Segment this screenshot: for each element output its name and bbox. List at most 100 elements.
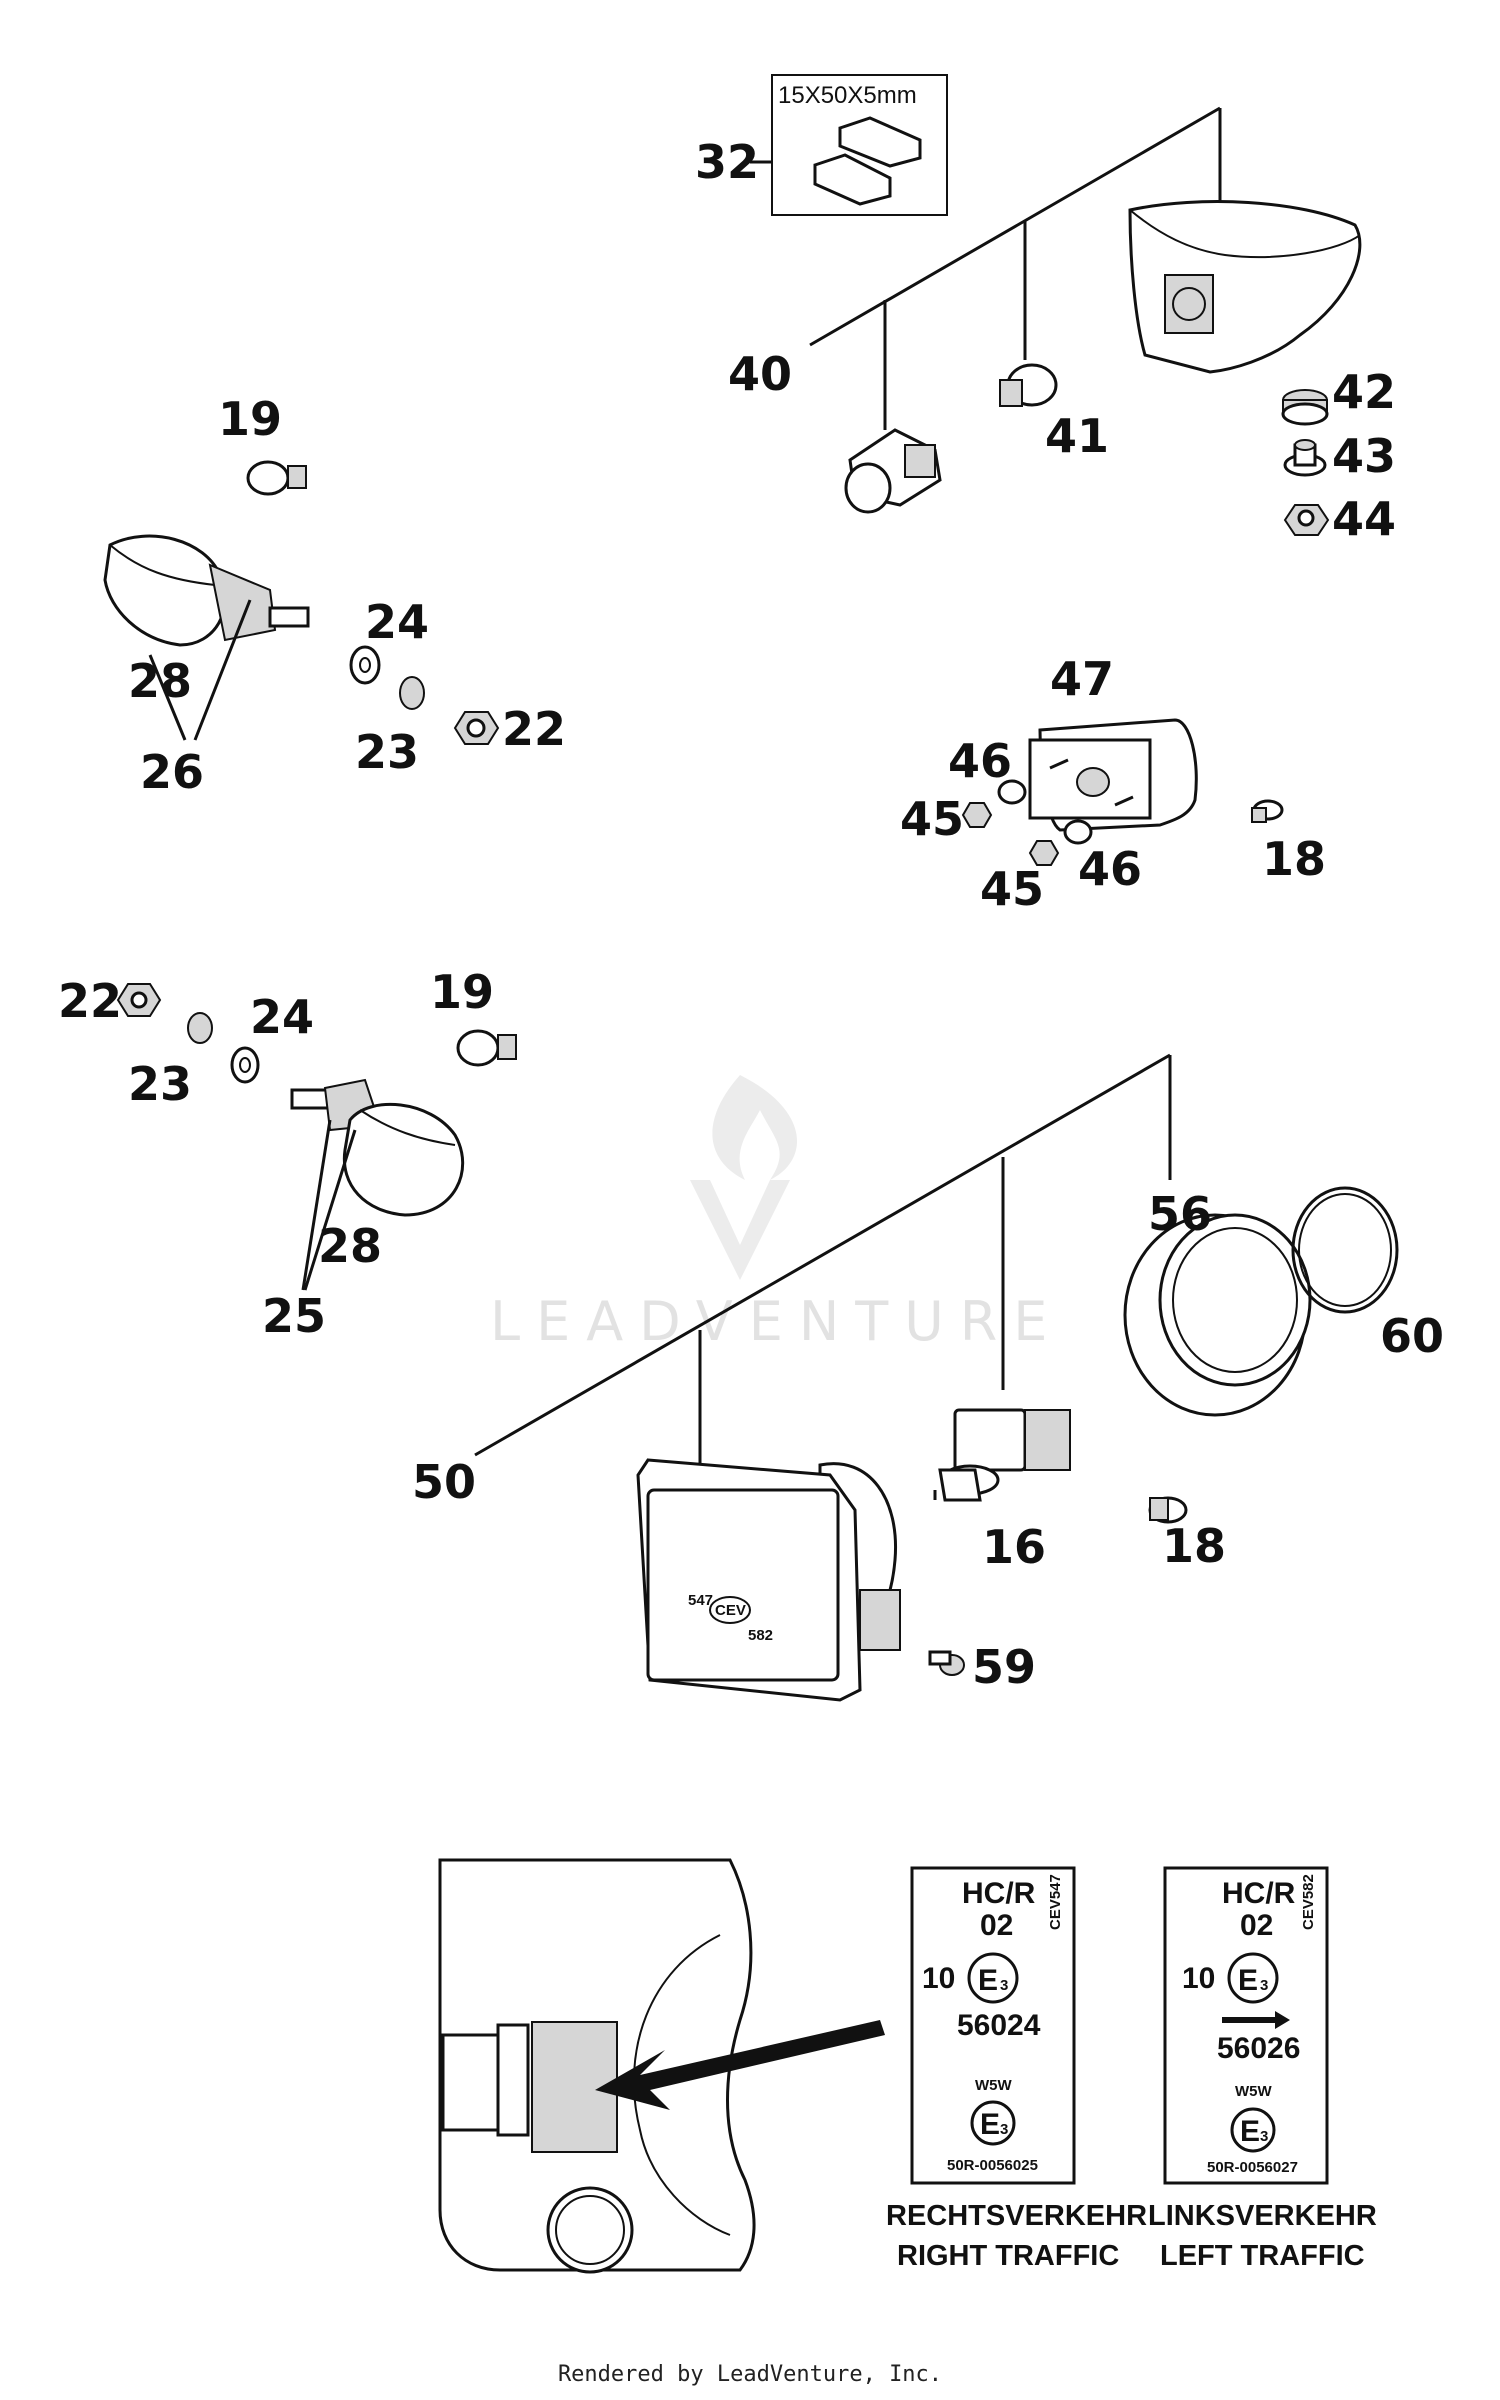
- footer-credit: Rendered by LeadVenture, Inc.: [557, 2362, 943, 2387]
- flange-nut: [1283, 504, 1330, 536]
- callout-24-upper[interactable]: 24: [365, 595, 429, 649]
- callout-50[interactable]: 50: [412, 1455, 476, 1509]
- seal-ring: [1291, 1186, 1399, 1314]
- plate-bulb: [1251, 799, 1284, 823]
- approval-label-right-traffic: HC/R 02 CEV547 10 E 3 56024 W5W E 3 50R-…: [886, 1866, 1147, 2272]
- turn-signal-lower: [116, 983, 517, 1291]
- pad-size-label: 15X50X5mm: [778, 82, 917, 109]
- left-traffic-arrow-icon: [1222, 2011, 1290, 2029]
- bulb-socket: [844, 428, 942, 514]
- callout-23-upper[interactable]: 23: [355, 725, 419, 779]
- callout-60[interactable]: 60: [1380, 1309, 1444, 1363]
- grommet: [1281, 389, 1329, 426]
- callout-23-lower[interactable]: 23: [128, 1057, 192, 1111]
- signal-bulb-lower: [456, 1029, 517, 1067]
- left-traffic-caption-de: LINKSVERKEHR: [1148, 2200, 1377, 2232]
- watermark-flame-icon: [712, 1075, 798, 1180]
- right-label-side: CEV547: [1047, 1874, 1064, 1930]
- left-label-e: E: [1238, 1964, 1258, 1997]
- right-label-code: HC/R: [962, 1877, 1036, 1910]
- approval-label-left-traffic: HC/R 02 CEV582 10 E 3 56026 W5W E 3 50R-…: [1148, 1866, 1377, 2272]
- right-label-e2: E: [980, 2108, 1000, 2141]
- turn-signal-stud-lower: [290, 1088, 330, 1110]
- washer-upper: [349, 645, 381, 685]
- left-label-bulb: W5W: [1235, 2083, 1273, 2100]
- washer-lower: [230, 1046, 260, 1084]
- tail-bulb: [999, 363, 1058, 407]
- left-label-ten: 10: [1182, 1962, 1215, 1995]
- right-label-e-sub: 3: [1000, 1977, 1008, 1994]
- callout-41[interactable]: 41: [1045, 409, 1109, 463]
- callout-56[interactable]: 56: [1148, 1187, 1212, 1241]
- callout-44[interactable]: 44: [1332, 492, 1396, 546]
- headlight-mark-right: 582: [748, 1627, 773, 1644]
- callout-40[interactable]: 40: [728, 347, 792, 401]
- turn-signal-upper: [103, 460, 500, 745]
- label-location-illustration: [438, 1858, 885, 2274]
- right-label-ten: 10: [922, 1962, 955, 1995]
- callout-22-lower[interactable]: 22: [58, 974, 122, 1028]
- turn-signal-body-upper: [208, 563, 277, 642]
- headlight-group: 547 CEV 582: [474, 1053, 1399, 1702]
- left-label-num: 02: [1240, 1909, 1273, 1942]
- callout-59[interactable]: 59: [972, 1640, 1036, 1694]
- license-plate-light: [961, 718, 1284, 866]
- callout-19-lower[interactable]: 19: [430, 965, 494, 1019]
- callout-25[interactable]: 25: [262, 1289, 326, 1343]
- callout-32[interactable]: 32: [695, 135, 759, 189]
- callout-22-upper[interactable]: 22: [502, 702, 566, 756]
- callout-19-upper[interactable]: 19: [218, 392, 282, 446]
- right-label-e2-sub: 3: [1000, 2121, 1008, 2138]
- callout-46-upper[interactable]: 46: [948, 734, 1012, 788]
- callout-24-lower[interactable]: 24: [250, 990, 314, 1044]
- callouts: 32 40 41 42 43 44 19 28 26 24 23 22 47 4…: [58, 135, 1444, 1694]
- headlight-mark-left: 547: [688, 1592, 713, 1609]
- callout-18-lower[interactable]: 18: [1162, 1519, 1226, 1573]
- turn-signal-stud-upper: [268, 606, 310, 628]
- lock-washer-upper: [399, 676, 425, 710]
- left-traffic-caption-en: LEFT TRAFFIC: [1160, 2240, 1365, 2272]
- callout-16[interactable]: 16: [982, 1520, 1046, 1574]
- lock-washer-lower: [187, 1012, 213, 1044]
- pad-upper: [838, 116, 922, 168]
- callout-46-lower[interactable]: 46: [1078, 842, 1142, 896]
- nut-45-upper: [961, 802, 993, 828]
- watermark-text: LEADVENTURE: [490, 1290, 1063, 1353]
- callout-45-upper[interactable]: 45: [900, 792, 964, 846]
- left-label-e2-sub: 3: [1260, 2128, 1268, 2145]
- left-label-code: HC/R: [1222, 1877, 1296, 1910]
- nut-45-lower: [1028, 840, 1060, 866]
- right-traffic-caption-de: RECHTSVERKEHR: [886, 2200, 1147, 2232]
- right-traffic-caption-en: RIGHT TRAFFIC: [897, 2240, 1119, 2272]
- screw: [928, 1650, 965, 1676]
- washer-46-lower: [1063, 819, 1093, 845]
- pad-lower: [813, 153, 892, 206]
- signal-bulb-upper: [246, 460, 307, 496]
- pilot-bulb: [1148, 1496, 1188, 1524]
- headlight-mark-center: CEV: [715, 1602, 746, 1619]
- left-label-e-sub: 3: [1260, 1977, 1268, 1994]
- callout-47[interactable]: 47: [1050, 652, 1114, 706]
- callout-43[interactable]: 43: [1332, 429, 1396, 483]
- left-label-e2: E: [1240, 2115, 1260, 2148]
- spacer-bushing: [1283, 439, 1327, 477]
- callout-18-upper[interactable]: 18: [1262, 832, 1326, 886]
- washer-46-upper: [997, 779, 1027, 805]
- turn-signal-lens-lower: [342, 1102, 465, 1217]
- right-label-e: E: [978, 1964, 998, 1997]
- callout-42[interactable]: 42: [1332, 365, 1396, 419]
- pointer-arrow: [595, 2020, 885, 2110]
- taillight-group: 15X50X5mm: [750, 74, 1362, 536]
- callout-28-lower[interactable]: 28: [318, 1219, 382, 1273]
- right-label-bulb: W5W: [975, 2077, 1013, 2094]
- right-label-serial: 50R-0056025: [947, 2157, 1038, 2174]
- callout-28-upper[interactable]: 28: [128, 654, 192, 708]
- left-label-approval: 56026: [1217, 2032, 1300, 2065]
- callout-45-lower[interactable]: 45: [980, 862, 1044, 916]
- pad-set-box: [771, 74, 948, 216]
- left-label-side: CEV582: [1300, 1874, 1317, 1930]
- turn-signal-lens-upper: [103, 534, 227, 647]
- right-label-num: 02: [980, 1909, 1013, 1942]
- callout-26[interactable]: 26: [140, 745, 204, 799]
